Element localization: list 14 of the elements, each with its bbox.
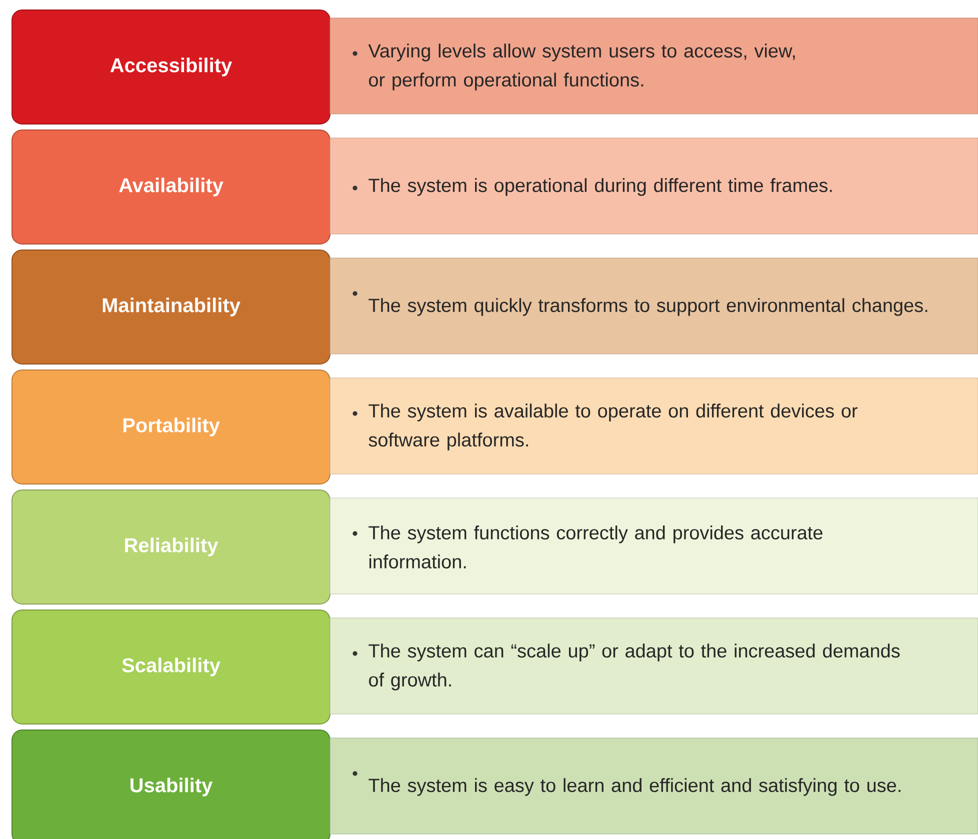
description-panel: The system functions correctly and provides accurate information. <box>330 498 978 594</box>
description-panel: The system quickly transforms to support environmental changes. <box>330 258 978 354</box>
description-panel: The system can “scale up” or adapt to the increased demands of growth. <box>330 618 978 714</box>
category-box: Reliability <box>12 490 330 604</box>
category-box: Maintainability <box>12 250 330 364</box>
description-panel: Varying levels allow system users to access, view, or perform operational functions. <box>330 18 978 114</box>
category-box: Availability <box>12 130 330 244</box>
category-box: Accessibility <box>12 10 330 124</box>
description-panel: The system is easy to learn and efficient and satisfying to use. <box>330 738 978 834</box>
description-panel: The system is operational during different time frames. <box>330 138 978 234</box>
category-box: Usability <box>12 730 330 839</box>
category-box: Portability <box>12 370 330 484</box>
description-panel: The system is available to operate on different devices or software platforms. <box>330 378 978 474</box>
category-box: Scalability <box>12 610 330 724</box>
